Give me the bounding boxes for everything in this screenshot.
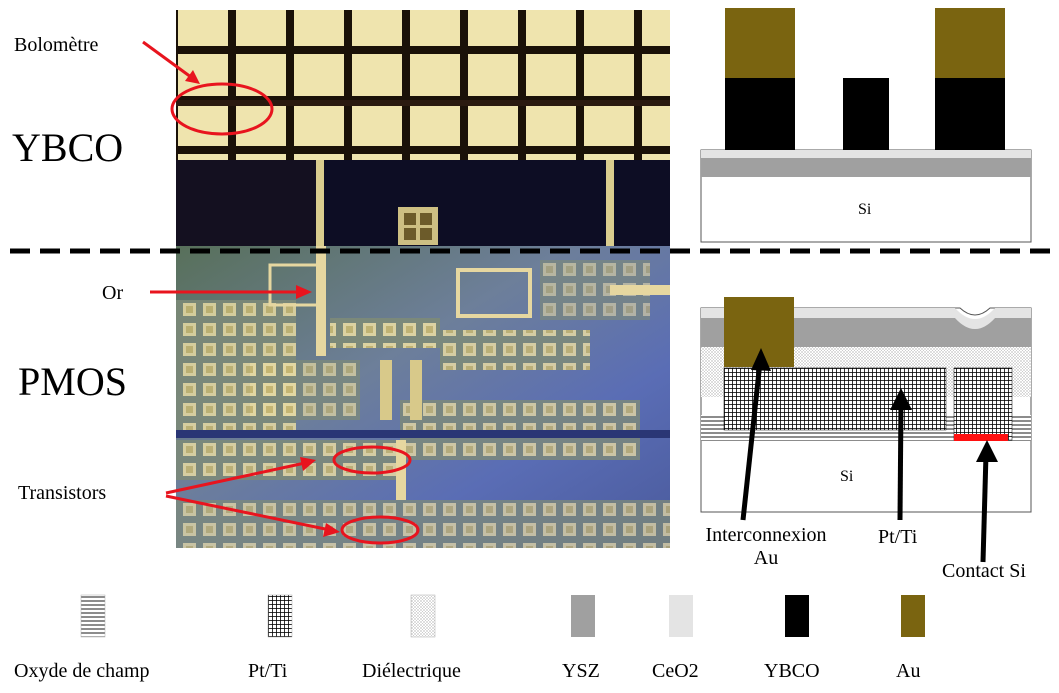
cross-section-top (700, 8, 1032, 243)
transistor-ellipse-1 (332, 445, 412, 475)
ybco-micrograph (176, 10, 670, 246)
legend-swatch-ybco (785, 595, 809, 637)
legend-label-au: Au (896, 660, 921, 682)
ptti-arrow (897, 401, 904, 521)
contact-si-label: Contact Si (942, 560, 1026, 582)
legend-label-ybco: YBCO (764, 660, 820, 682)
transistor-arrow-2 (165, 494, 331, 532)
legend-swatch-ceo2 (669, 595, 693, 637)
or-label: Or (102, 282, 124, 304)
ptti-label: Pt/Ti (878, 526, 918, 548)
pmos-label: PMOS (18, 359, 127, 404)
transistor-arrow-1 (165, 461, 306, 495)
bolometre-label: Bolomètre (14, 34, 99, 56)
legend-swatch-au (901, 595, 925, 637)
bolometre-ellipse (170, 82, 274, 136)
bolometre-arrow (142, 40, 196, 82)
cross-section-bottom (700, 297, 1032, 513)
transistor-ellipse-2 (340, 515, 420, 545)
red-annotations (142, 40, 420, 545)
legend-swatch-ysz (571, 595, 595, 637)
legend-label-oxyde: Oxyde de champ (14, 660, 150, 682)
interconnexion-arrow (740, 361, 763, 521)
legend-label-ysz: YSZ (562, 660, 600, 682)
contact-arrow (980, 453, 989, 563)
interconnexion-label-line2: Au (753, 547, 779, 569)
legend-swatch-ptti (267, 594, 293, 638)
interconnexion-label: Interconnexion Au (684, 524, 848, 570)
legend-label-ptti: Pt/Ti (248, 660, 288, 682)
interconnexion-label-line1: Interconnexion (705, 524, 827, 546)
transistors-label: Transistors (18, 482, 107, 504)
legend-swatch-dielectrique (410, 594, 436, 638)
legend-swatches (80, 594, 925, 638)
legend-swatch-oxyde (80, 594, 106, 638)
pmos-micrograph (176, 246, 670, 548)
si-label-top: Si (858, 201, 872, 218)
legend-label-dielectrique: Diélectrique (362, 660, 461, 682)
legend-label-ceo2: CeO2 (652, 660, 699, 682)
black-arrows (740, 348, 998, 563)
si-label-bottom: Si (840, 468, 854, 485)
ybco-label: YBCO (12, 125, 124, 170)
